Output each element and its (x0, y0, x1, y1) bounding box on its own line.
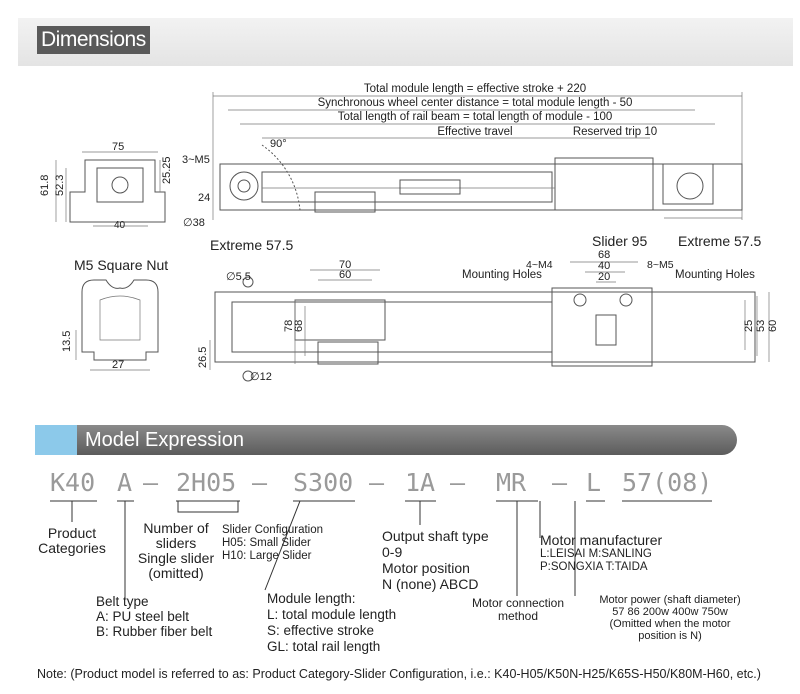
top-m4-label: 4~M4 (526, 259, 553, 271)
code-mr: MR (496, 468, 527, 497)
dim-effective-travel: Effective travel (437, 126, 512, 138)
code-dash-2: — (252, 468, 268, 497)
m5-hole-label: 3~M5 (182, 154, 210, 166)
top-w40: 40 (598, 260, 610, 272)
code-1a: 1A (405, 468, 436, 497)
top-h78: 78 (283, 320, 295, 332)
label-module-length: Module length:L: total module length S: … (267, 591, 397, 654)
code-dash-5: — (552, 468, 568, 497)
top-h53: 53 (755, 320, 767, 332)
end-w40: 40 (114, 220, 126, 231)
label-motor-power: Motor power (shaft diameter)57 86 200w 4… (599, 594, 741, 642)
dimension-drawing: Total module length = effective stroke +… (39, 83, 779, 383)
top-w70: 70 (339, 259, 351, 271)
top-d5-5: ∅5.5 (226, 271, 251, 283)
model-header-bar (35, 425, 737, 455)
mounting-holes-left: Mounting Holes (462, 269, 542, 281)
code-dash-4: — (450, 468, 466, 497)
label-motor-manufacturer: Motor manufacturer L:LEISAI M:SANLING P:… (540, 532, 663, 574)
mounting-holes-right: Mounting Holes (675, 269, 755, 281)
top-w68: 68 (598, 249, 610, 261)
code-2h05: 2H05 (176, 468, 237, 497)
code-s300: S300 (293, 468, 354, 497)
top-h26-5: 26.5 (197, 347, 209, 368)
top-w20: 20 (598, 271, 610, 283)
top-d12: ∅12 (250, 371, 272, 383)
dia-38: ∅38 (183, 217, 205, 229)
top-h68: 68 (293, 320, 305, 332)
top-m5-label: 8~M5 (647, 259, 674, 271)
leader-lines (50, 500, 712, 598)
code-k40: K40 (50, 468, 96, 497)
end-h61-8: 61.8 (39, 175, 51, 196)
top-h60: 60 (767, 320, 779, 332)
slider-label: Slider 95 (592, 233, 647, 249)
top-h25: 25 (743, 320, 755, 332)
square-nut-title: M5 Square Nut (74, 257, 168, 273)
dim-rail-beam: Total length of rail beam = total length… (338, 111, 613, 123)
end-h25-25: 25.25 (161, 156, 173, 184)
model-title: Model Expression (85, 429, 244, 451)
code-dash-3: — (369, 468, 385, 497)
model-header-accent (35, 425, 77, 455)
dim-wheel-center: Synchronous wheel center distance = tota… (318, 97, 633, 109)
nut-h13-5: 13.5 (61, 331, 73, 352)
dim-total-module-length: Total module length = effective stroke +… (364, 83, 586, 95)
angle-label: 90° (270, 138, 287, 150)
top-w60: 60 (339, 269, 351, 281)
extreme-right-label: Extreme 57.5 (678, 233, 761, 249)
end-h52-3: 52.3 (54, 175, 66, 196)
code-a: A (117, 468, 133, 497)
extreme-left-label: Extreme 57.5 (210, 237, 293, 253)
end-w75: 75 (112, 141, 124, 153)
code-dash-1: — (143, 468, 159, 497)
code-l: L (586, 468, 602, 497)
dim-reserved-trip: Reserved trip 10 (573, 126, 657, 138)
code-57-08: 57(08) (622, 468, 713, 497)
dim-24: 24 (198, 192, 210, 204)
dimensions-title: Dimensions (37, 26, 150, 54)
nut-w27: 27 (112, 359, 124, 371)
footnote: Note: (Product model is referred to as: … (37, 667, 761, 681)
